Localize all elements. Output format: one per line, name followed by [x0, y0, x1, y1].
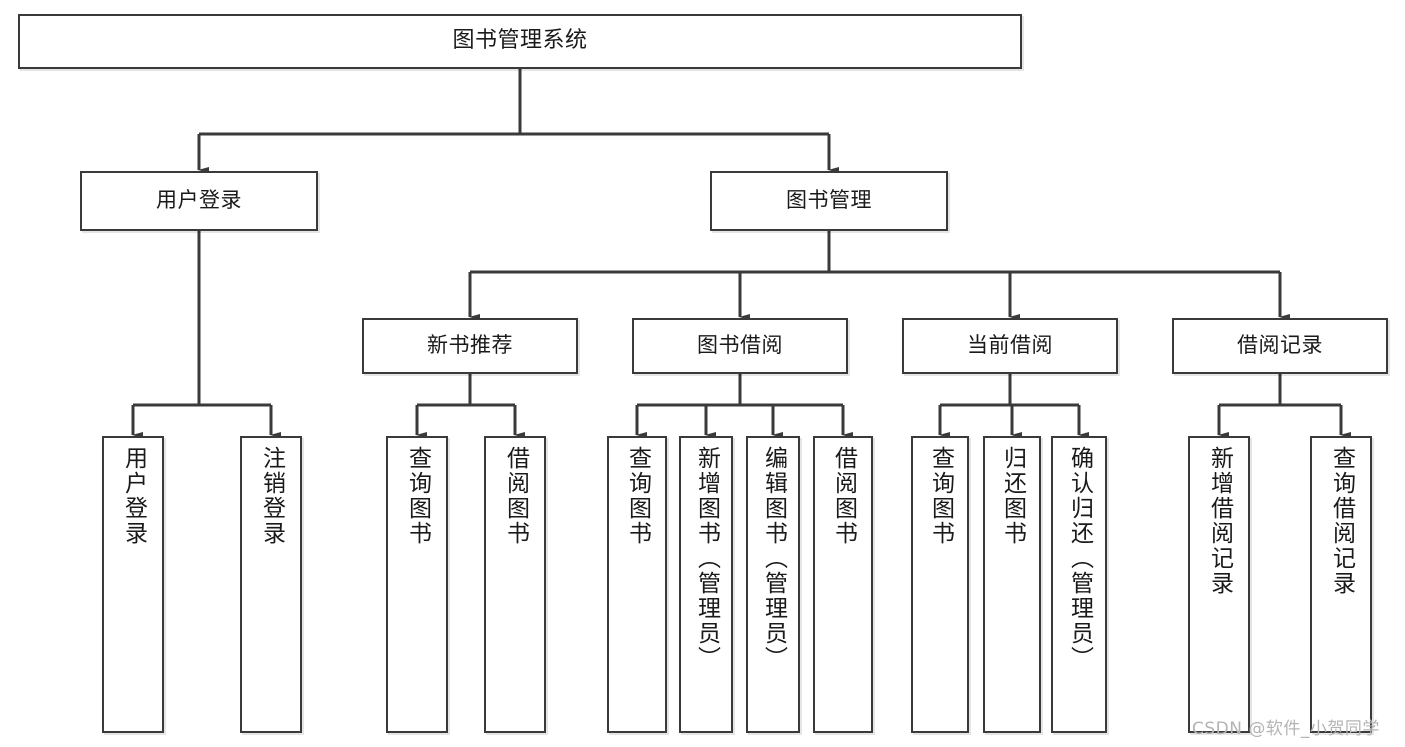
node-leaf-query-book-1[interactable]: 查询图书	[386, 436, 448, 733]
node-leaf-user-login-label: 用户登录	[120, 446, 147, 546]
node-leaf-confirm-return-admin[interactable]: 确认归还（管理员）	[1051, 436, 1107, 733]
node-leaf-confirm-return-admin-label: 确认归还（管理员）	[1066, 446, 1093, 671]
node-leaf-add-borrow-record-label: 新增借阅记录	[1206, 446, 1233, 596]
node-leaf-return-book-label: 归还图书	[999, 446, 1026, 546]
node-new-book-recommend-label: 新书推荐	[427, 333, 513, 358]
node-leaf-add-book-admin[interactable]: 新增图书（管理员）	[679, 436, 733, 733]
node-leaf-borrow-book-2-label: 借阅图书	[830, 446, 857, 546]
node-root[interactable]: 图书管理系统	[18, 14, 1022, 69]
node-book-manage-label: 图书管理	[786, 188, 872, 213]
node-leaf-user-login[interactable]: 用户登录	[102, 436, 164, 733]
node-leaf-query-book-2[interactable]: 查询图书	[607, 436, 667, 733]
node-leaf-query-book-2-label: 查询图书	[624, 446, 651, 546]
node-new-book-recommend[interactable]: 新书推荐	[362, 318, 578, 374]
node-leaf-borrow-book-2[interactable]: 借阅图书	[813, 436, 873, 733]
watermark: CSDN @软件_小贺同学	[1192, 719, 1380, 739]
node-borrow-record[interactable]: 借阅记录	[1172, 318, 1388, 374]
node-leaf-query-book-1-label: 查询图书	[404, 446, 431, 546]
node-leaf-edit-book-admin[interactable]: 编辑图书（管理员）	[746, 436, 800, 733]
node-leaf-borrow-book-1[interactable]: 借阅图书	[484, 436, 546, 733]
node-user-login-label: 用户登录	[156, 188, 242, 213]
node-book-borrow-label: 图书借阅	[697, 333, 783, 358]
node-leaf-logout-login[interactable]: 注销登录	[240, 436, 302, 733]
node-leaf-add-borrow-record[interactable]: 新增借阅记录	[1188, 436, 1250, 733]
node-root-label: 图书管理系统	[452, 28, 588, 54]
node-borrow-record-label: 借阅记录	[1237, 333, 1323, 358]
node-leaf-query-book-3-label: 查询图书	[927, 446, 954, 546]
node-leaf-query-borrow-record-label: 查询借阅记录	[1328, 446, 1355, 596]
node-leaf-query-book-3[interactable]: 查询图书	[911, 436, 969, 733]
node-current-borrow[interactable]: 当前借阅	[902, 318, 1118, 374]
node-book-manage[interactable]: 图书管理	[710, 171, 948, 231]
node-leaf-borrow-book-1-label: 借阅图书	[502, 446, 529, 546]
node-user-login[interactable]: 用户登录	[80, 171, 318, 231]
node-leaf-query-borrow-record[interactable]: 查询借阅记录	[1310, 436, 1372, 733]
node-current-borrow-label: 当前借阅	[967, 333, 1053, 358]
node-leaf-logout-login-label: 注销登录	[258, 446, 285, 546]
node-leaf-edit-book-admin-label: 编辑图书（管理员）	[760, 446, 787, 671]
node-leaf-return-book[interactable]: 归还图书	[983, 436, 1041, 733]
node-leaf-add-book-admin-label: 新增图书（管理员）	[693, 446, 720, 671]
node-book-borrow[interactable]: 图书借阅	[632, 318, 848, 374]
